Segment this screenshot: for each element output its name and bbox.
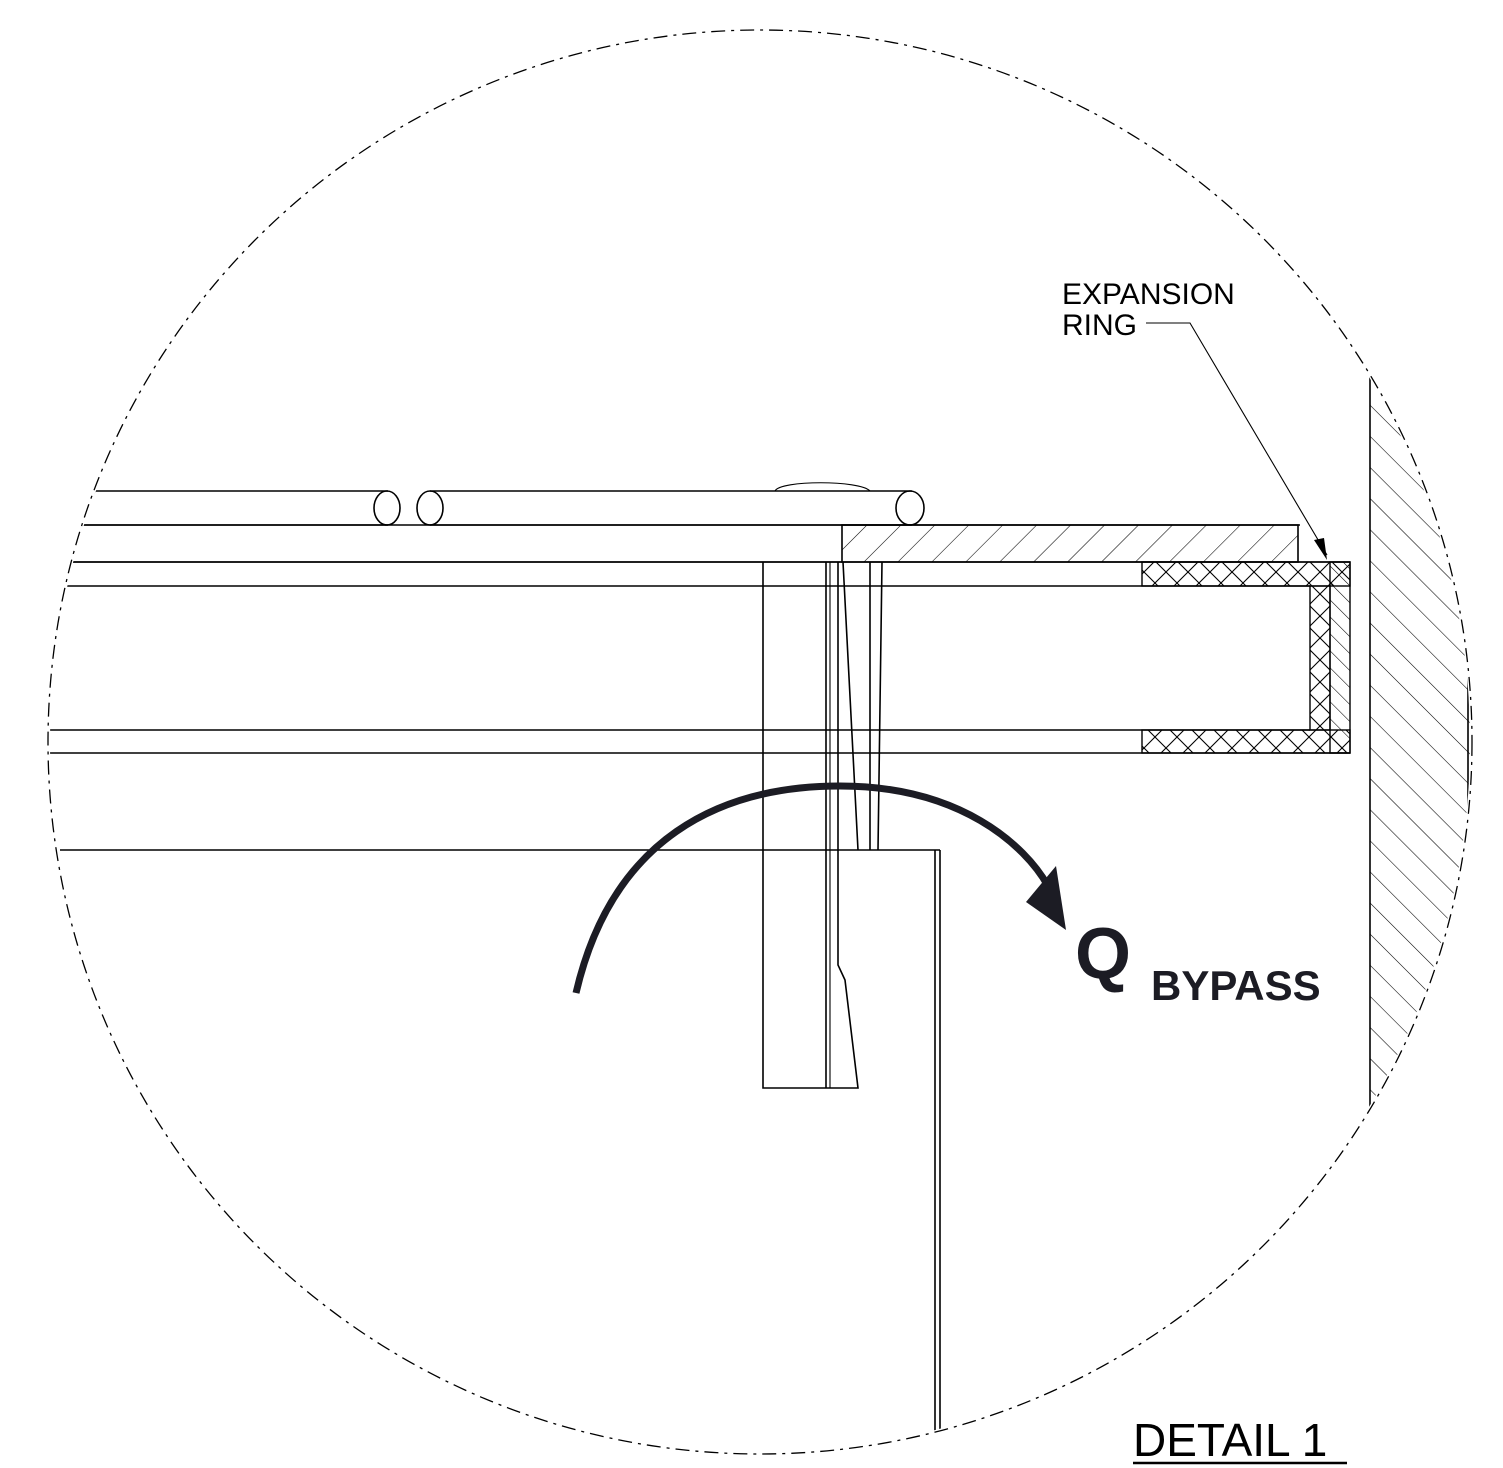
bypass-flow-arrow (572, 782, 1066, 994)
tray-plate (55, 524, 1300, 563)
downcomer (60, 849, 941, 1452)
detail-boundary-circle (47, 29, 1473, 1455)
support-ring (50, 561, 1351, 754)
expansion-ring-label-line1: EXPANSION (1062, 278, 1235, 311)
tray-rods (79, 482, 925, 526)
flow-subscript: BYPASS (1151, 962, 1321, 1009)
clamp-bolt (762, 561, 883, 1089)
expansion-ring-label-line2: RING (1062, 309, 1137, 342)
flow-symbol-q: Q (1075, 914, 1131, 994)
expansion-ring-leader (1146, 322, 1328, 560)
flow-symbol: Q BYPASS (1075, 914, 1321, 1009)
vessel-wall (1369, 320, 1470, 1150)
detail-title: DETAIL 1 (1133, 1414, 1327, 1466)
